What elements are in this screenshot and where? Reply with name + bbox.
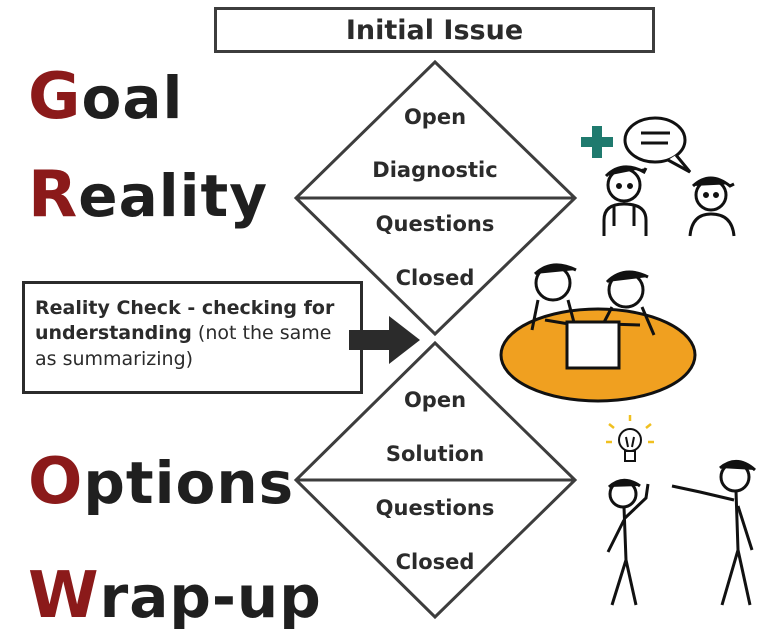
speech-bubble-icon xyxy=(623,116,692,174)
grow-goal-initial: G xyxy=(28,60,82,134)
meeting-table-icon xyxy=(499,263,697,403)
diagnostic-type-label: Diagnostic xyxy=(372,158,498,182)
solution-diamond xyxy=(293,340,578,620)
thinking-figure-icon xyxy=(606,478,650,606)
solution-open-label: Open xyxy=(403,388,467,412)
grow-options-rest: ptions xyxy=(83,449,295,517)
grow-goal: Goal xyxy=(28,65,183,129)
arrow-right-icon xyxy=(349,316,420,364)
reality-check-note: Reality Check - checking for understandi… xyxy=(22,281,363,394)
grow-reality: Reality xyxy=(28,163,268,227)
diagnostic-diamond xyxy=(293,59,578,337)
diagnostic-closed-label: Closed xyxy=(395,266,475,290)
solution-type-label: Solution xyxy=(385,442,485,466)
solution-closed-label: Closed xyxy=(395,550,475,574)
grow-options: Options xyxy=(28,450,294,514)
solution-questions-label: Questions xyxy=(375,496,495,520)
reality-check-normal: (not the same as summarizing) xyxy=(35,322,332,370)
grow-reality-rest: eality xyxy=(78,162,269,230)
lightbulb-icon xyxy=(606,415,654,462)
doctor-figure-icon xyxy=(602,165,648,236)
diagnostic-questions-label: Questions xyxy=(375,212,495,236)
grow-reality-initial: R xyxy=(28,158,79,232)
grow-goal-rest: oal xyxy=(81,64,184,132)
grow-options-initial: O xyxy=(28,445,84,519)
grow-wrap-up-rest: rap-up xyxy=(99,563,322,631)
grow-wrap-up: Wrap-up xyxy=(28,564,322,628)
patient-figure-icon xyxy=(688,176,736,237)
diagnostic-open-label: Open xyxy=(403,105,467,129)
medical-cross-icon xyxy=(581,126,613,158)
grow-wrap-up-initial: W xyxy=(28,559,100,633)
pointing-figure-icon xyxy=(671,460,756,606)
initial-issue-title: Initial Issue xyxy=(214,7,655,53)
reality-check-bold: Reality Check - checking for understandi… xyxy=(35,297,335,345)
